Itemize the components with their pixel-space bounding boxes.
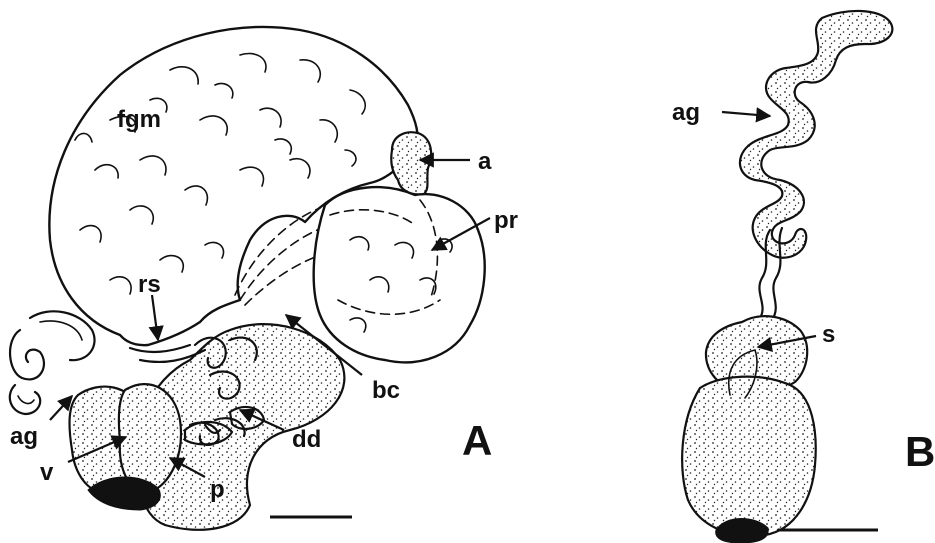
label-ag: ag (10, 423, 38, 450)
label-rs: rs (138, 271, 161, 298)
panel-letter-b: B (905, 428, 935, 475)
label-p: p (210, 476, 225, 503)
albumen-gland-b (740, 11, 892, 258)
label-pr: pr (494, 207, 518, 234)
label-v: v (40, 459, 54, 486)
albumen-bulb (391, 132, 431, 194)
label-fgm: fgm (117, 106, 161, 133)
prostate-gland (314, 187, 485, 362)
panel-a: fgm a pr rs bc ag v dd p A (10, 27, 518, 530)
label-a: a (478, 148, 492, 175)
panel-b: ag s B (672, 11, 935, 543)
arrow-ag (50, 396, 72, 420)
lower-body-b (682, 377, 816, 536)
dark-tip-b (716, 518, 769, 543)
label-dd: dd (292, 426, 321, 453)
label-ag-b: ag (672, 99, 700, 126)
arrow-ag-b (722, 112, 770, 116)
panel-letter-a: A (462, 417, 492, 464)
label-bc: bc (372, 377, 400, 404)
label-s: s (822, 321, 835, 348)
